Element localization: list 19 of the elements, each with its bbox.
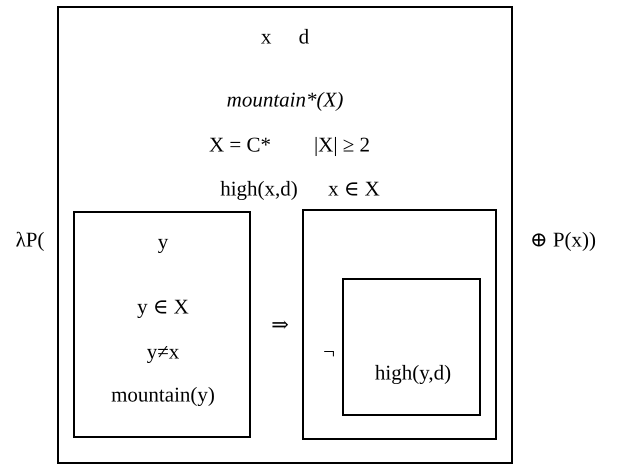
- formula-text: x ∈ X: [328, 177, 380, 201]
- lambda-text: λP(: [16, 228, 44, 252]
- drs-box: [57, 6, 513, 464]
- drs-box: [342, 278, 481, 416]
- negation-symbol: ¬: [323, 340, 335, 364]
- formula-text: X = C*: [209, 133, 271, 157]
- formula-text: mountain(y): [111, 383, 215, 407]
- formula-text: y: [158, 230, 168, 254]
- formula-text: ⊕ P(x)): [530, 228, 596, 252]
- implication-symbol: ⇒: [271, 313, 289, 337]
- variable-list: x d: [260, 25, 310, 49]
- drs-box: [73, 211, 251, 438]
- formula-text: |X| ≥ 2: [314, 133, 370, 157]
- formula-text: y≠x: [146, 340, 180, 364]
- formula-text: high(y,d): [374, 361, 452, 385]
- formula-text: high(x,d): [220, 177, 298, 201]
- formula-text: y ∈ X: [137, 295, 189, 319]
- drs-box: [302, 209, 497, 440]
- formula-text: mountain*(X): [226, 88, 344, 112]
